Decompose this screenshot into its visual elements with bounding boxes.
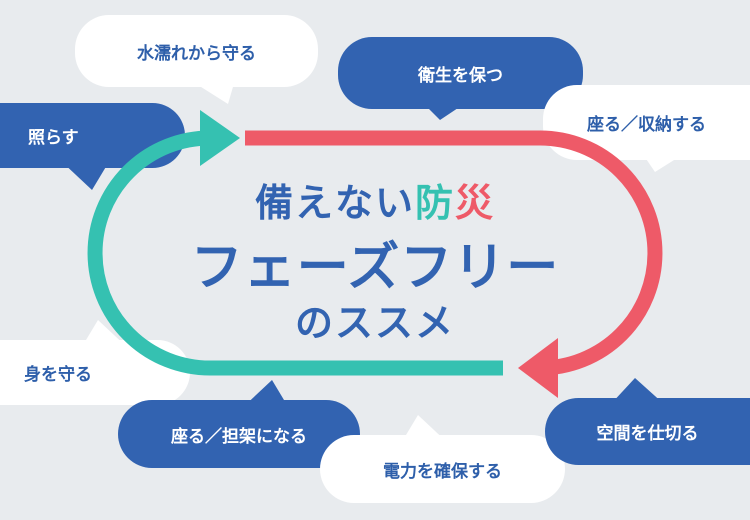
title-line3: のススメ [294,301,455,345]
title-line1: 備えない防災 [0,172,750,227]
bubble-power: 電力を確保する [320,435,565,503]
bubble-partition: 空間を仕切る [545,398,750,465]
bubble-label: 空間を仕切る [596,424,699,444]
title-accent-prevention: 防 [414,181,455,225]
bubble-label: 水濡れから守る [137,43,256,64]
red-arrow-path [245,130,663,376]
bubble-water-protection: 水濡れから守る [75,15,318,87]
bubble-label: 照らす [28,128,79,148]
bubble-label: 座る／担架になる [171,426,307,447]
red-arrowhead-icon [518,338,558,398]
bubble-label: 衛生を保つ [418,65,503,86]
title-line2: フェーズフリー [190,238,560,298]
bubble-label: 座る／収納する [587,115,706,135]
bubble-label: 身を守る [24,365,92,385]
bubble-label: 電力を確保する [383,461,502,482]
teal-arrowhead-icon [200,110,240,166]
bubble-hygiene: 衛生を保つ [338,37,583,109]
title-prefix: 備えない [254,181,415,225]
title-accent-disaster: 災 [455,181,496,225]
bubble-stretcher: 座る／担架になる [118,400,360,468]
teal-arrow-path [87,130,503,376]
